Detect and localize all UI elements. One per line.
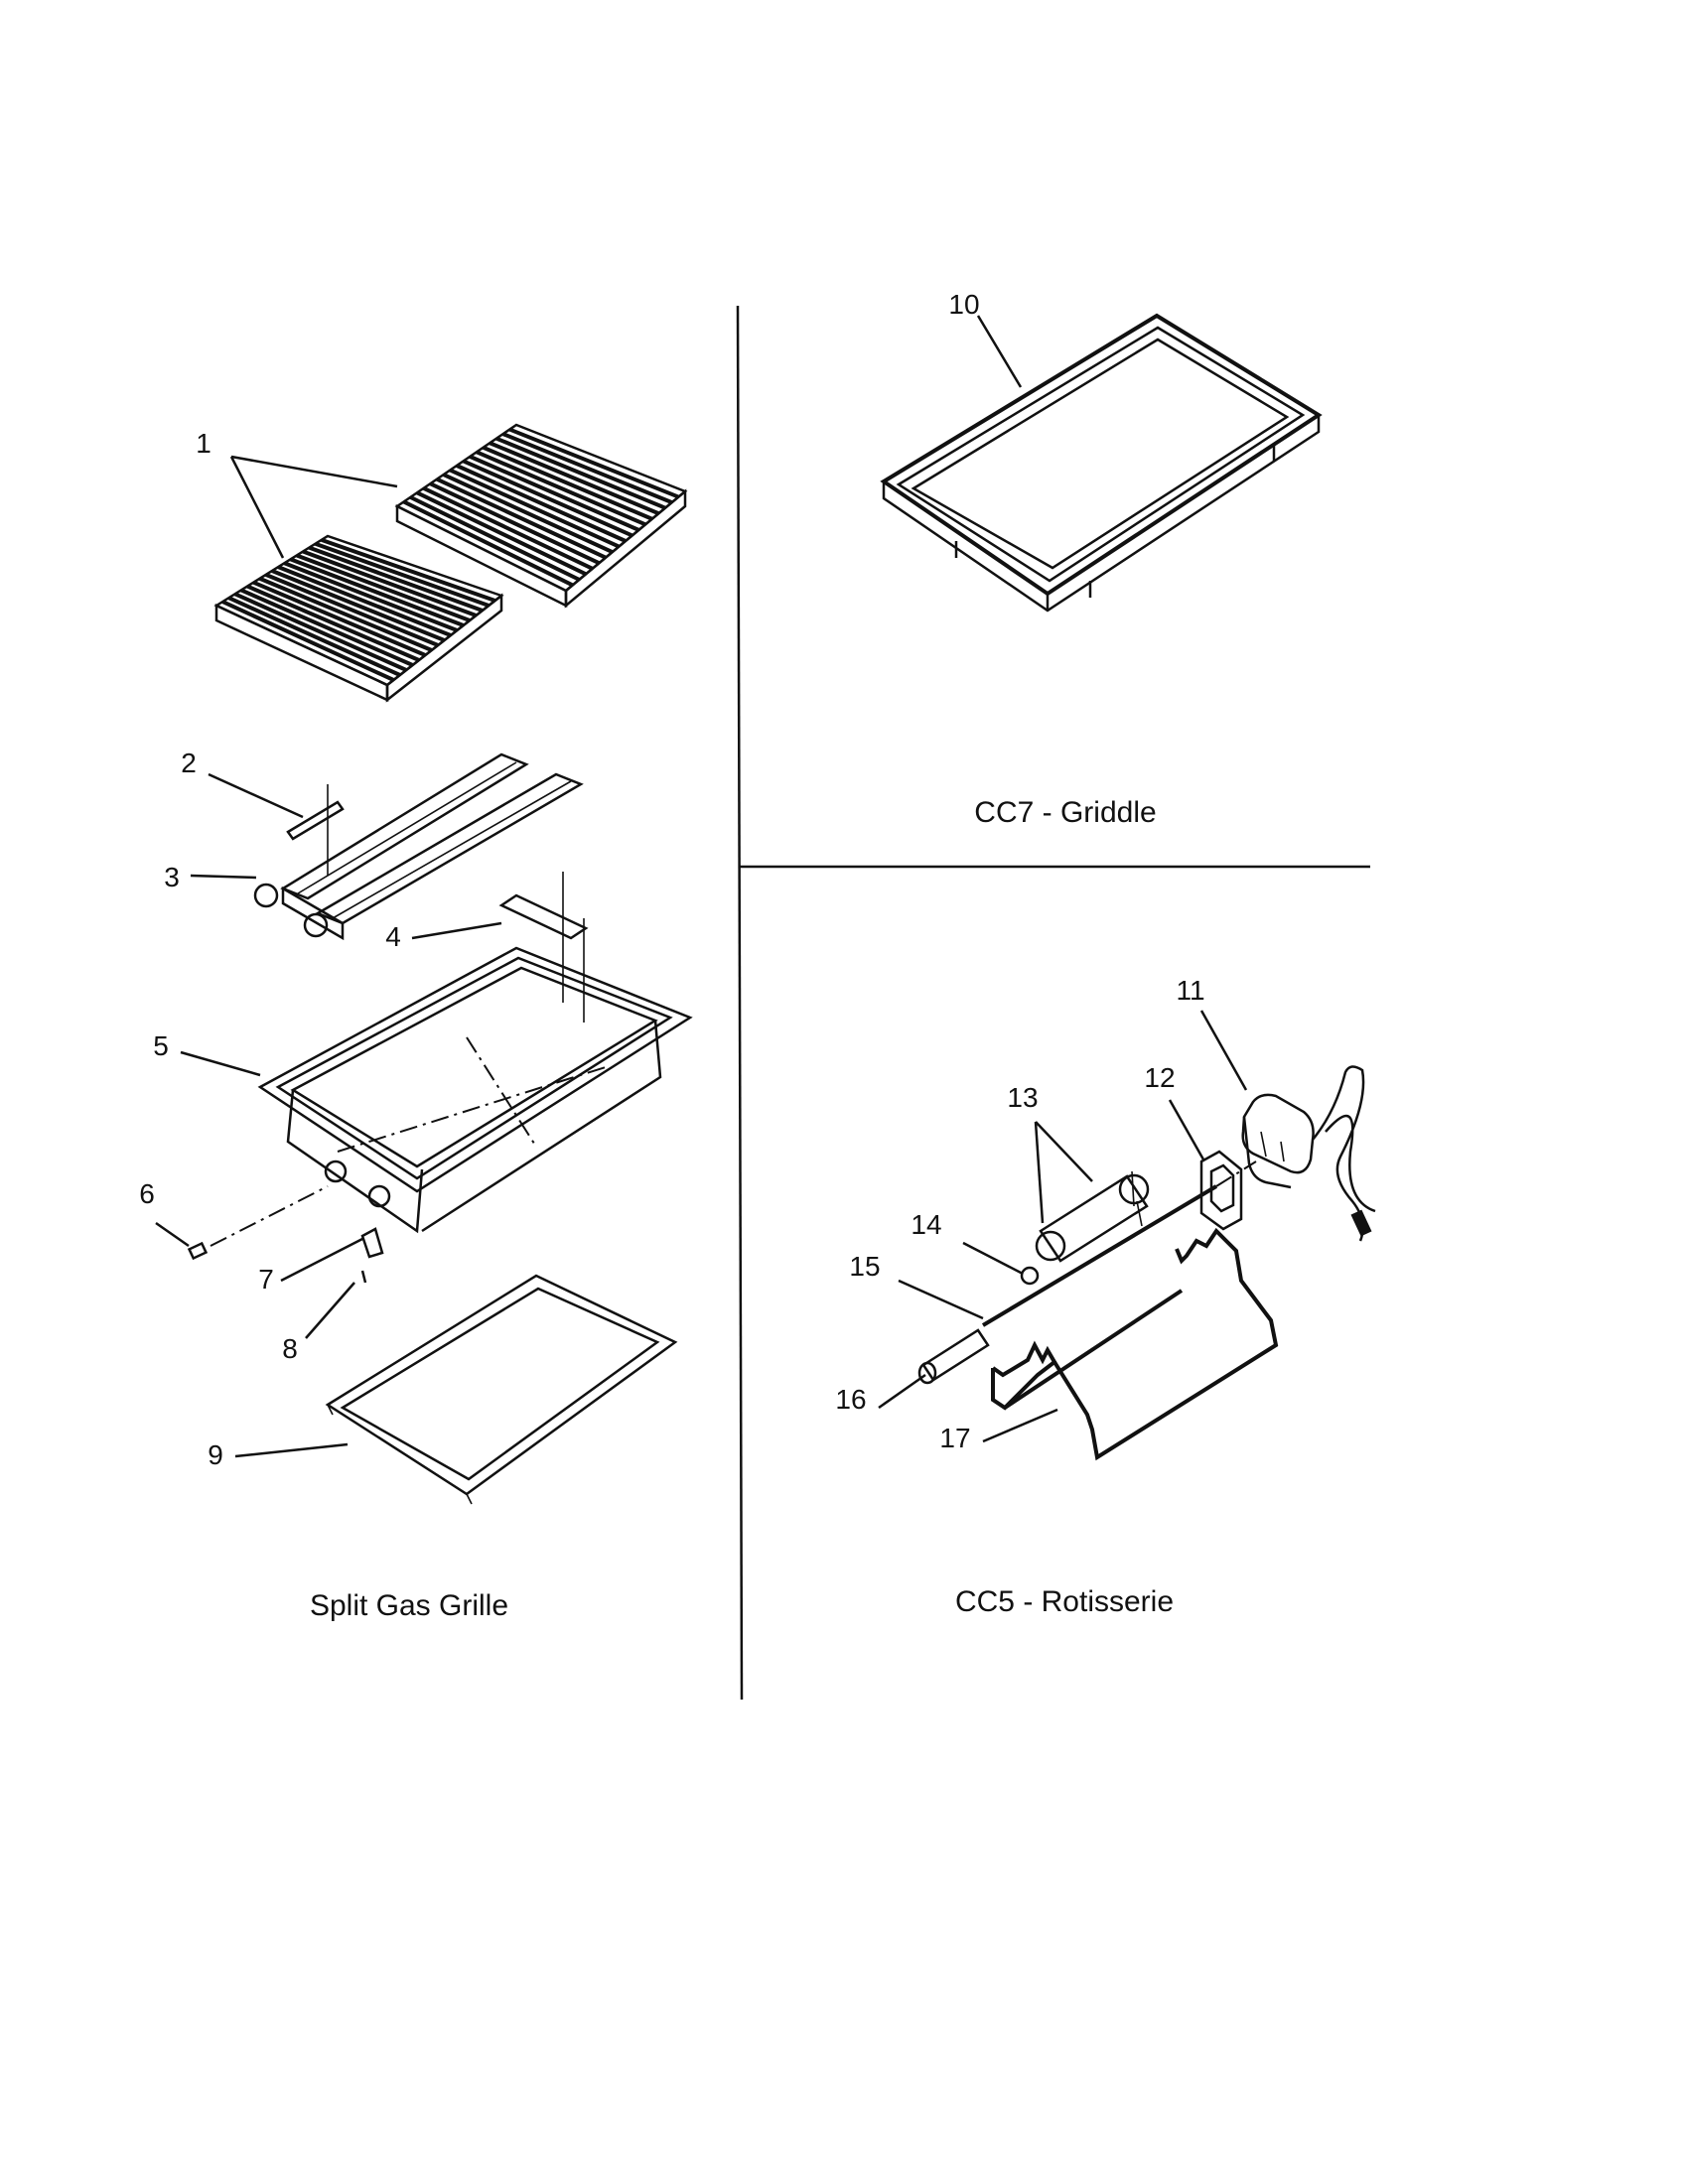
burner-box bbox=[257, 946, 693, 1234]
callout-leader-10 bbox=[976, 315, 1023, 388]
grate-bar bbox=[296, 553, 471, 622]
callout-3: 3 bbox=[164, 862, 180, 892]
grate-bar bbox=[416, 490, 587, 577]
wire-rack bbox=[991, 1227, 1279, 1461]
callout-10: 10 bbox=[948, 289, 979, 320]
grate-bar bbox=[436, 477, 607, 560]
grate-bar bbox=[227, 596, 401, 677]
grate-bar bbox=[482, 445, 653, 521]
bracket bbox=[498, 872, 589, 1023]
callout-16: 16 bbox=[835, 1384, 866, 1415]
rotisserie-leader-lines bbox=[878, 1010, 1248, 1443]
callout-6: 6 bbox=[139, 1178, 155, 1209]
grate-bar bbox=[462, 459, 633, 538]
grate-bar bbox=[289, 557, 465, 627]
grate-bar bbox=[233, 592, 407, 672]
grill-grate-left bbox=[213, 534, 504, 703]
grate-bar bbox=[271, 569, 446, 642]
rotisserie-motor bbox=[1241, 1065, 1376, 1242]
grate-bar bbox=[456, 464, 627, 543]
grate-bar bbox=[429, 481, 601, 566]
cc7-griddle-title: CC7 - Griddle bbox=[974, 796, 1156, 829]
grate-bar bbox=[422, 485, 594, 571]
callout-17: 17 bbox=[939, 1423, 970, 1453]
grate-bar bbox=[221, 600, 395, 682]
callout-15: 15 bbox=[849, 1251, 880, 1282]
grate-bar bbox=[469, 455, 640, 532]
callout-8: 8 bbox=[282, 1333, 298, 1364]
grate-bar bbox=[495, 436, 666, 510]
grate-bar bbox=[476, 450, 646, 527]
grate-bar bbox=[283, 561, 459, 632]
callout-13: 13 bbox=[1007, 1082, 1038, 1113]
grate-bar bbox=[308, 545, 484, 613]
grate-bar bbox=[258, 576, 433, 652]
screw bbox=[360, 1270, 367, 1284]
callout-12: 12 bbox=[1144, 1062, 1175, 1093]
grill-grate-right bbox=[394, 423, 688, 609]
grate-bar bbox=[252, 580, 427, 657]
callout-2: 2 bbox=[181, 748, 197, 778]
grate-bar bbox=[449, 468, 621, 549]
callout-7: 7 bbox=[258, 1264, 274, 1295]
ignitor-bracket bbox=[360, 1227, 384, 1259]
grate-bar bbox=[501, 432, 673, 504]
callout-4: 4 bbox=[385, 921, 401, 952]
grate-bar bbox=[321, 538, 496, 603]
grate-bar bbox=[442, 473, 614, 554]
cc7-griddle-section: 10 CC7 - Griddle bbox=[880, 289, 1323, 829]
thumb-screw bbox=[1020, 1266, 1040, 1286]
callout-1: 1 bbox=[196, 428, 211, 459]
split-gas-grille-section: 1 2 3 4 5 6 7 8 9 Split Gas Grille bbox=[139, 423, 693, 1622]
grate-bar bbox=[409, 495, 581, 582]
callout-5: 5 bbox=[153, 1030, 169, 1061]
grate-bar bbox=[246, 584, 420, 662]
grate-bar bbox=[265, 573, 439, 647]
cc5-rotisserie-title: CC5 - Rotisserie bbox=[955, 1585, 1174, 1618]
callout-9: 9 bbox=[208, 1439, 223, 1470]
grate-bar bbox=[508, 427, 680, 499]
vertical-divider bbox=[736, 305, 744, 1701]
valve-orifice bbox=[187, 1185, 329, 1261]
drip-tray bbox=[325, 1274, 678, 1505]
grate-bar bbox=[277, 565, 452, 637]
motor-bracket bbox=[1199, 1150, 1243, 1231]
grille-leader-lines bbox=[155, 455, 502, 1458]
split-gas-grille-title: Split Gas Grille bbox=[310, 1589, 508, 1622]
grate-bar bbox=[240, 588, 414, 667]
grate-bar bbox=[302, 549, 478, 617]
grate-bar bbox=[489, 441, 660, 516]
griddle bbox=[880, 313, 1323, 613]
spit-forks bbox=[1035, 1170, 1150, 1263]
cc5-rotisserie-section: 11 12 13 14 15 16 17 CC5 - Rotisserie bbox=[835, 975, 1376, 1618]
grate-bar bbox=[402, 499, 574, 588]
burner-assembly bbox=[253, 752, 584, 941]
grate-bar bbox=[314, 541, 490, 608]
callout-11: 11 bbox=[1176, 975, 1204, 1006]
spit-rod bbox=[981, 1160, 1257, 1327]
callout-14: 14 bbox=[911, 1209, 941, 1240]
spit-handle bbox=[917, 1328, 990, 1385]
